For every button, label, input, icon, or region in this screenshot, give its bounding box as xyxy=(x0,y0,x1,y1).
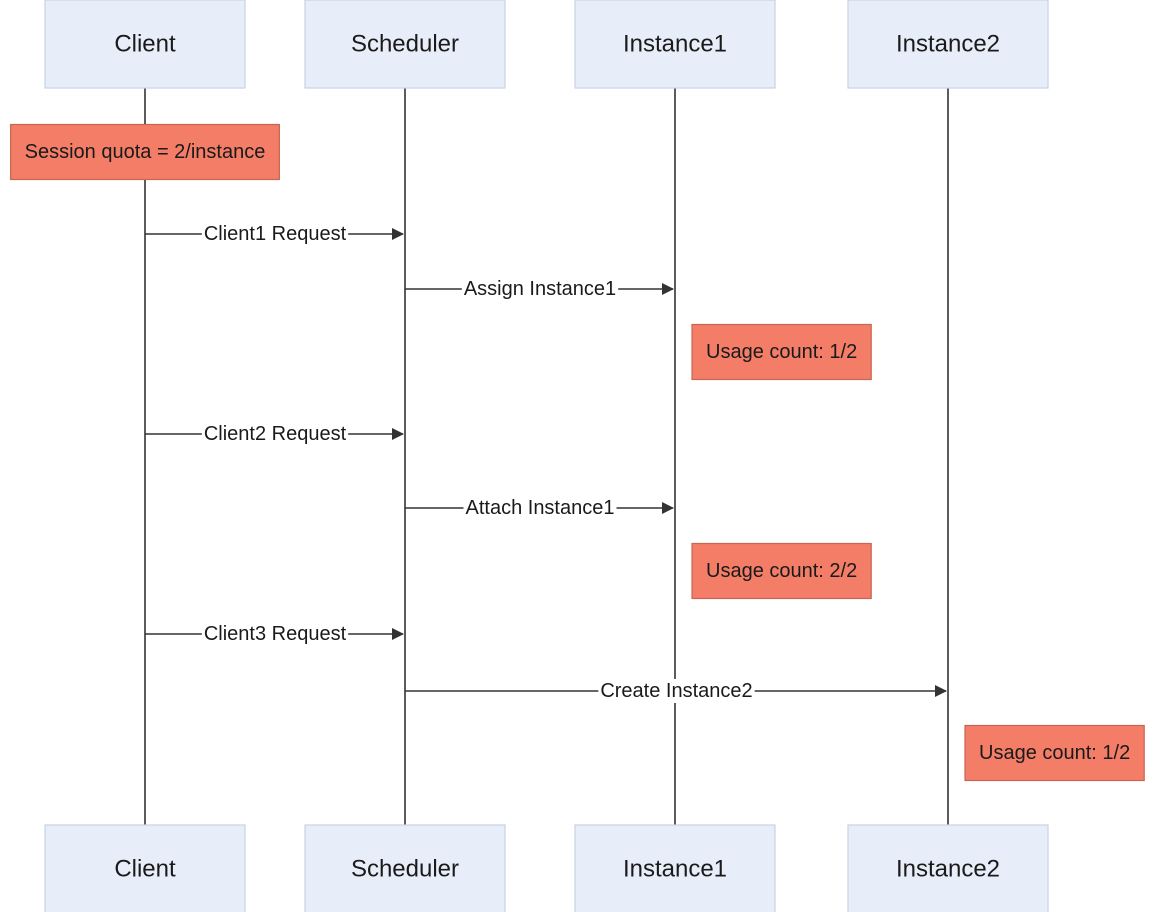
participant-label: Client xyxy=(114,856,176,883)
message-6: Attach Instance1 xyxy=(405,496,674,520)
note-label: Usage count: 1/2 xyxy=(979,742,1130,764)
participant-label: Scheduler xyxy=(351,31,459,58)
note-label: Usage count: 2/2 xyxy=(706,560,857,582)
participant-box xyxy=(847,0,1049,89)
note-label: Usage count: 1/2 xyxy=(706,341,857,363)
participant-instance1-bottom: Instance1 xyxy=(574,824,776,912)
note-10: Usage count: 1/2 xyxy=(964,724,1145,782)
message-5: Client2 Request xyxy=(145,422,404,446)
participant-box xyxy=(44,824,246,912)
message-3: Assign Instance1 xyxy=(405,277,674,301)
participant-label: Client xyxy=(114,31,176,58)
message-label: Client3 Request xyxy=(204,623,347,645)
participant-box xyxy=(574,0,776,89)
message-label-background xyxy=(463,496,617,520)
participant-client-bottom: Client xyxy=(44,824,246,912)
participant-box xyxy=(574,824,776,912)
participant-label: Instance2 xyxy=(896,856,1000,883)
message-9: Create Instance2 xyxy=(405,679,947,703)
note-4: Usage count: 1/2 xyxy=(691,323,872,381)
participant-instance1-top: Instance1 xyxy=(574,0,776,89)
participant-label: Instance1 xyxy=(623,856,727,883)
participant-label: Instance2 xyxy=(896,31,1000,58)
note-box xyxy=(691,542,872,600)
participant-scheduler-bottom: Scheduler xyxy=(304,824,506,912)
message-8: Client3 Request xyxy=(145,622,404,646)
participant-instance2-bottom: Instance2 xyxy=(847,824,1049,912)
note-box xyxy=(964,724,1145,782)
participant-box xyxy=(44,0,246,89)
message-label: Create Instance2 xyxy=(600,680,752,702)
note-box xyxy=(10,123,280,181)
participant-instance2-top: Instance2 xyxy=(847,0,1049,89)
message-label-background xyxy=(201,622,349,646)
participant-box xyxy=(847,824,1049,912)
message-label: Assign Instance1 xyxy=(464,278,616,300)
message-label-background xyxy=(598,679,755,703)
participant-label: Scheduler xyxy=(351,856,459,883)
participant-label: Instance1 xyxy=(623,31,727,58)
participant-box xyxy=(304,0,506,89)
participant-box xyxy=(304,824,506,912)
message-2: Client1 Request xyxy=(145,222,404,246)
message-label-background xyxy=(201,422,349,446)
message-label-background xyxy=(201,222,349,246)
message-label-background xyxy=(461,277,619,301)
message-label: Attach Instance1 xyxy=(466,497,615,519)
note-box xyxy=(691,323,872,381)
participant-client-top: Client xyxy=(44,0,246,89)
note-label: Session quota = 2/instance xyxy=(25,141,266,163)
note-1: Session quota = 2/instance xyxy=(10,123,280,181)
message-label: Client2 Request xyxy=(204,423,347,445)
participant-scheduler-top: Scheduler xyxy=(304,0,506,89)
note-7: Usage count: 2/2 xyxy=(691,542,872,600)
message-label: Client1 Request xyxy=(204,223,347,245)
